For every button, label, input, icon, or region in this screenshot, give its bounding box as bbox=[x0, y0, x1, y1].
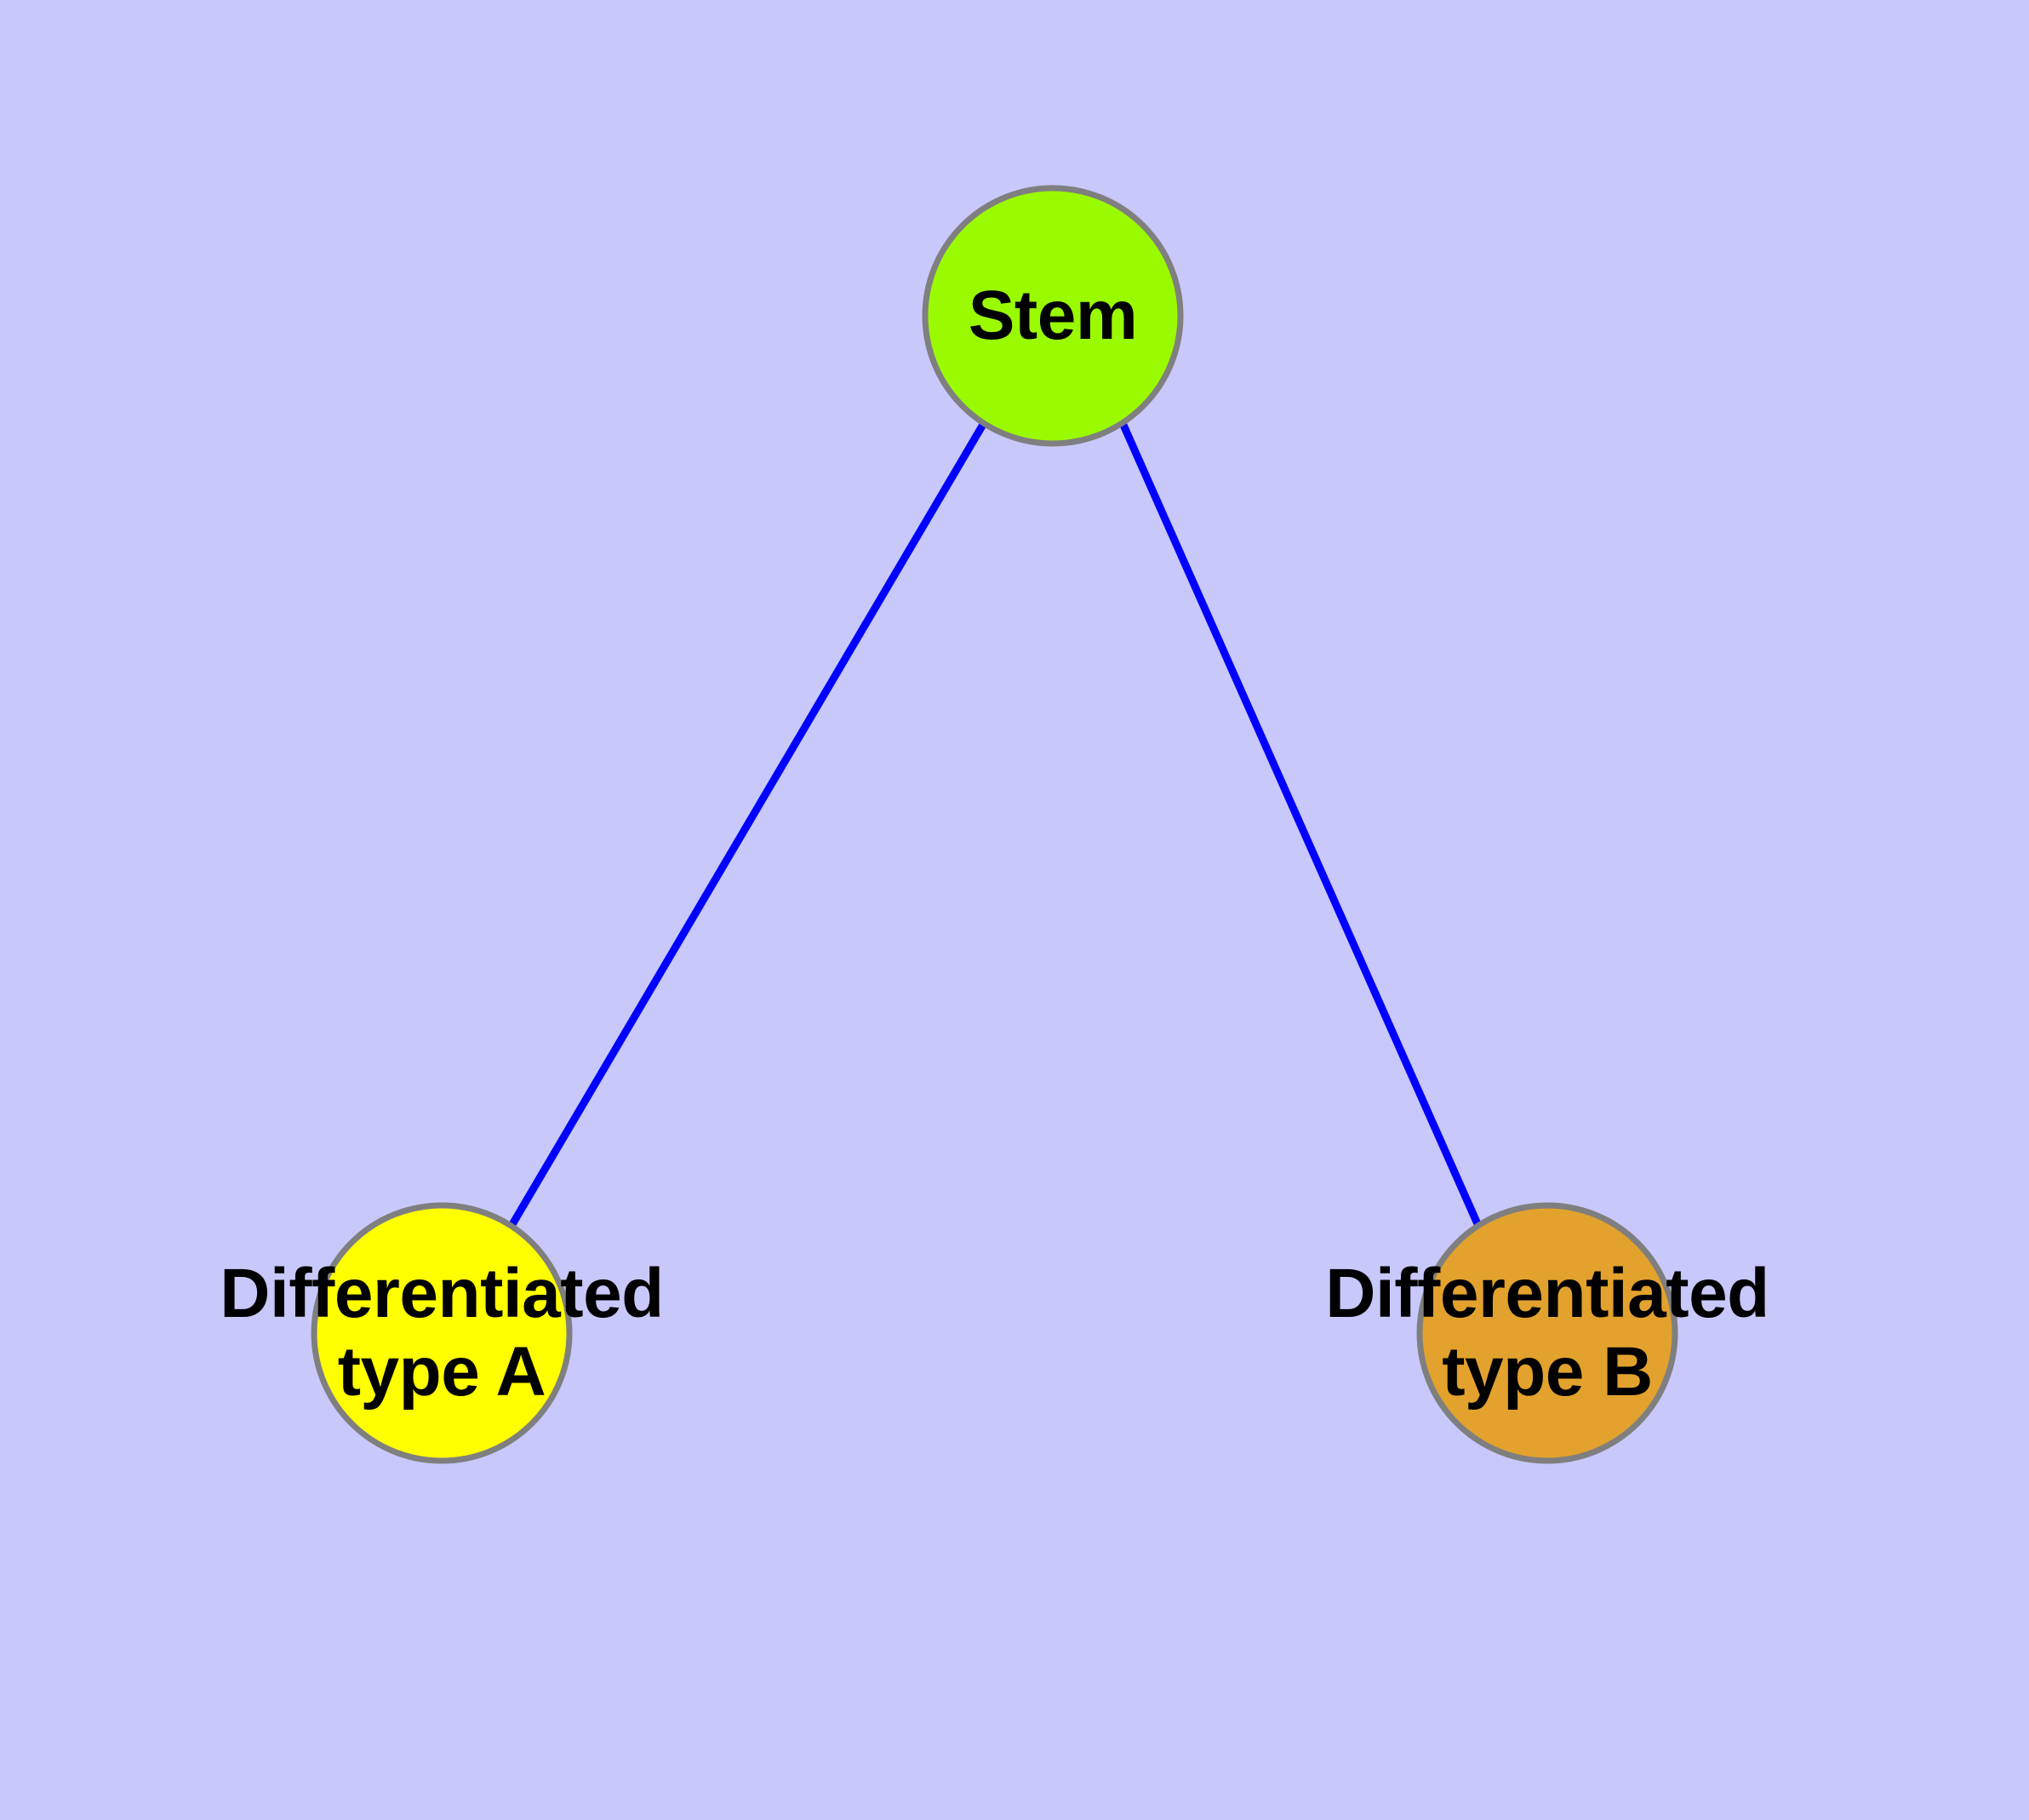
nodes-group bbox=[311, 185, 1678, 1464]
edge-stem-to-differentiated-type-a[interactable] bbox=[508, 421, 987, 1228]
node-circle-differentiated-type-b[interactable] bbox=[1416, 1202, 1678, 1464]
node-circle-differentiated-type-a[interactable] bbox=[311, 1202, 573, 1464]
edge-stem-to-differentiated-type-b[interactable] bbox=[1118, 421, 1483, 1228]
node-circle-stem[interactable] bbox=[922, 185, 1184, 447]
edges-group bbox=[508, 421, 1483, 1228]
